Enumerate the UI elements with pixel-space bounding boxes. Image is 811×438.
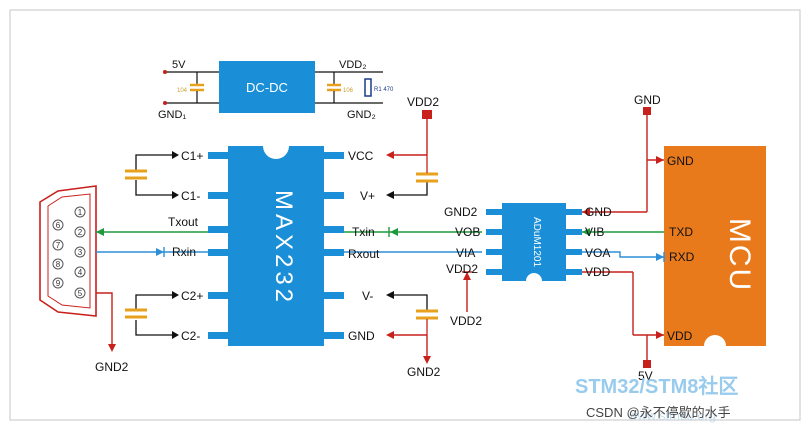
db9-pin-circles bbox=[52, 206, 86, 299]
power-out-label: VDD₂ bbox=[339, 59, 367, 71]
max232-pin-rxin: Rxin bbox=[172, 245, 196, 259]
db9-pin-4: 4 bbox=[78, 268, 83, 277]
adum-pin-gnd2: GND2 bbox=[444, 205, 478, 219]
max232-pin-c1minus: C1- bbox=[181, 189, 200, 203]
adum-pin-via: VIA bbox=[456, 246, 475, 260]
max232-pin-txin: Txin bbox=[352, 225, 375, 239]
net-5v: 5V bbox=[638, 369, 653, 383]
vminus-cap bbox=[394, 294, 438, 335]
max232-pin-c2plus: C2+ bbox=[181, 289, 203, 303]
mcu-pin-vdd: VDD bbox=[667, 329, 693, 343]
max232-pin-c2minus: C2- bbox=[181, 329, 200, 343]
db9-pin-2: 2 bbox=[78, 228, 83, 237]
net-gnd2-db9: GND2 bbox=[95, 360, 129, 374]
power-gnd2-label: GND₂ bbox=[347, 109, 376, 121]
watermark-url: www.stmcu.org bbox=[627, 408, 716, 423]
max232-name: MAX232 bbox=[270, 190, 297, 306]
mcu-pin-gnd: GND bbox=[667, 154, 694, 168]
max232-pin-txout: Txout bbox=[168, 215, 199, 229]
adum-pin-voa: VOA bbox=[585, 246, 610, 260]
db9-pin-5: 5 bbox=[78, 289, 83, 298]
adum-name: ADuM1201 bbox=[531, 217, 542, 267]
cap-left-value: 104 bbox=[177, 88, 188, 94]
mcu-block bbox=[664, 146, 766, 346]
max232-pin-vminus: V- bbox=[362, 289, 373, 303]
net-gnd-top: GND bbox=[634, 93, 661, 107]
cap-right-value: 106 bbox=[343, 88, 354, 94]
db9-pin-7: 7 bbox=[56, 241, 61, 250]
db9-pin-3: 3 bbox=[78, 248, 83, 257]
db9-signal-wires bbox=[96, 231, 208, 253]
db9-pin-6: 6 bbox=[56, 221, 61, 230]
adum-pin-gnd: GND bbox=[585, 205, 612, 219]
max232-pin-c1plus: C1+ bbox=[181, 149, 203, 163]
power-section bbox=[163, 61, 383, 113]
mcu-pin-txd: TXD bbox=[669, 225, 693, 239]
max232-pin-vcc: VCC bbox=[348, 149, 374, 163]
watermark-credit: CSDN @永不停歇的水手 bbox=[586, 405, 731, 420]
adum-pin-vdd: VDD bbox=[585, 265, 611, 279]
power-gnd1-label: GND₁ bbox=[158, 109, 186, 121]
isolator-signal-wires bbox=[344, 231, 482, 253]
max232-pin-gnd: GND bbox=[348, 329, 375, 343]
resistor-value: R1 470 bbox=[374, 87, 394, 93]
db9-connector[interactable] bbox=[39, 185, 97, 317]
dcdc-module bbox=[219, 61, 315, 113]
net-gnd2-bottom: GND2 bbox=[407, 365, 441, 379]
adum-pin-vdd2: VDD2 bbox=[446, 262, 478, 276]
mcu-pin-rxd: RXD bbox=[669, 250, 695, 264]
adum1201-chip bbox=[486, 203, 582, 281]
mcu-name: MCU bbox=[723, 218, 756, 292]
net-vdd2-adum: VDD2 bbox=[450, 314, 482, 328]
max232-chip bbox=[208, 146, 344, 346]
watermark-logo: STM32/STM8社区 bbox=[575, 374, 738, 398]
vcc-wiring bbox=[394, 117, 428, 156]
max232-pin-vplus: V+ bbox=[360, 189, 375, 203]
max232-pin-rxout: Rxout bbox=[348, 247, 380, 261]
db9-pin-8: 8 bbox=[56, 260, 61, 269]
db9-pin-1: 1 bbox=[78, 208, 83, 217]
outer-frame bbox=[9, 9, 801, 421]
db9-pin-9: 9 bbox=[56, 279, 61, 288]
power-in-label: 5V bbox=[172, 59, 186, 71]
max232-cap-wiring bbox=[125, 154, 172, 336]
dcdc-label: DC-DC bbox=[246, 80, 288, 95]
adum-pin-vob: VOB bbox=[455, 225, 480, 239]
vplus-cap bbox=[394, 155, 438, 196]
net-vdd2-top: VDD2 bbox=[407, 95, 439, 109]
adum-pin-vib: VIB bbox=[585, 225, 604, 239]
